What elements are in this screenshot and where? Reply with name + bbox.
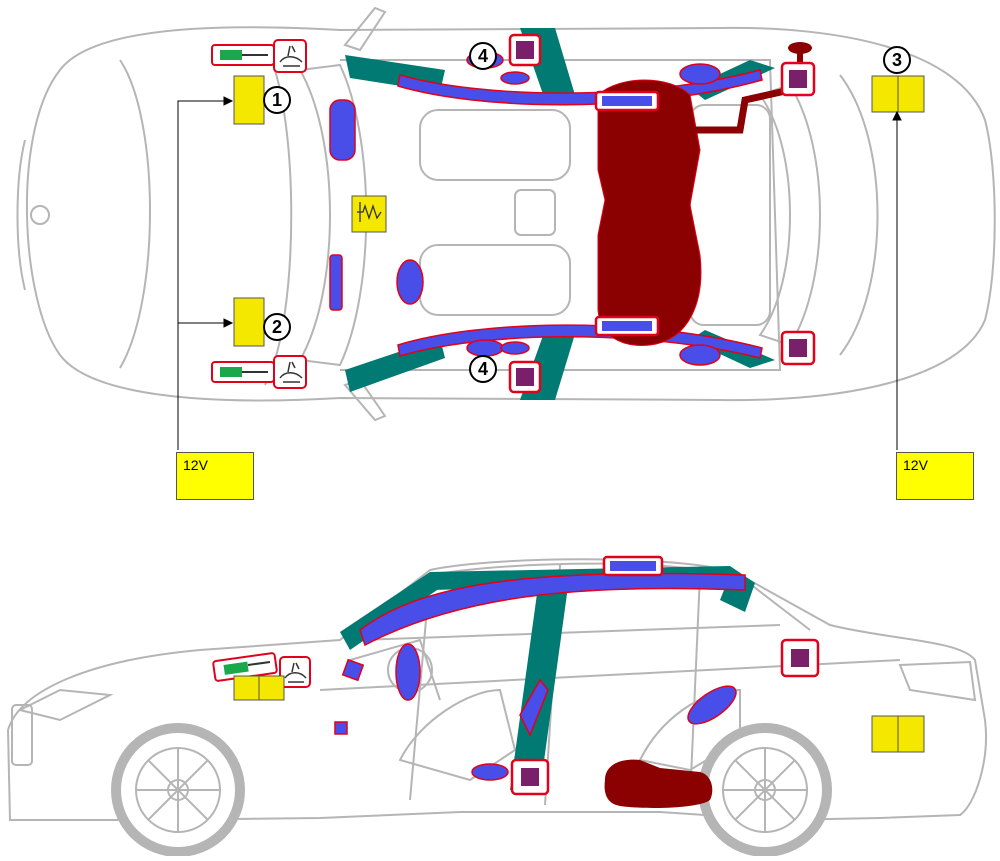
top-front-seat-left (419, 109, 571, 181)
top-module-b-pillar-left (516, 41, 534, 59)
top-hood-icon-right (279, 361, 303, 383)
side-front-spokes (136, 748, 220, 832)
side-knee-airbag (341, 658, 365, 682)
top-roof-generator-right (602, 321, 652, 331)
top-leader-lines (177, 96, 902, 450)
side-battery-front-b (258, 675, 285, 701)
side-roof-generator (610, 561, 656, 571)
side-module-b-pillar (521, 768, 539, 786)
top-fuel-cap (788, 42, 812, 54)
top-grille (16, 139, 26, 291)
top-fuel-filler-pipe (690, 86, 791, 134)
top-mirror-left (343, 6, 387, 52)
side-modules (510, 638, 820, 796)
battery-3b-top (897, 75, 925, 113)
battery-1-top (233, 75, 265, 125)
side-airbags (334, 643, 737, 781)
fuse-module-symbol (357, 202, 382, 222)
side-seat-front (398, 688, 517, 782)
voltage-label-left: 12V (176, 452, 254, 500)
side-belt-airbag (471, 763, 509, 781)
side-driver-airbag (395, 643, 421, 701)
side-module-rear (791, 649, 809, 667)
side-fuel-tank (604, 759, 713, 808)
side-wheels (111, 723, 832, 857)
side-curtain-airbag (359, 572, 746, 647)
top-module-b-pillar-right (516, 368, 534, 386)
side-rear-spokes (723, 748, 807, 832)
top-module-rear-left (789, 70, 807, 88)
side-hood-actuator-body (223, 661, 249, 675)
top-side-airbag-front-left-2 (500, 71, 530, 85)
callout-2: 2 (263, 313, 291, 341)
top-fuel-cap-neck (797, 50, 803, 64)
top-knee-airbag (329, 254, 343, 311)
top-hood-icon-left (279, 45, 303, 67)
side-window-line (359, 624, 781, 641)
battery-3a-top (871, 75, 899, 113)
side-grille (11, 704, 33, 766)
top-hood-line (119, 59, 151, 369)
side-rear-side-airbag (687, 685, 737, 725)
side-battery-rear-a (871, 715, 899, 753)
side-seat-airbag (519, 678, 549, 737)
side-lower-airbag (334, 721, 348, 735)
top-side-airbag-rear-right (679, 344, 721, 366)
top-side-airbag-front-right (466, 339, 504, 357)
top-passenger-airbag (329, 99, 356, 161)
side-hood-icon-frame (279, 656, 311, 688)
top-modules (508, 33, 816, 394)
side-hood-actuator-rod (247, 661, 271, 666)
callout-4-bottom: 4 (469, 355, 497, 383)
side-battery-rear-b (897, 715, 925, 753)
top-hood-actuator-left (220, 50, 242, 60)
top-rear-bench (689, 104, 771, 326)
top-hood-icon-right-frame (273, 355, 307, 389)
top-hood-icon-left-frame (273, 39, 307, 73)
top-hood-actuators (211, 39, 307, 389)
top-hood-line-2 (264, 44, 293, 386)
leader-right-arrow (892, 110, 902, 121)
top-star-emblem (30, 205, 50, 225)
battery-2-top (233, 297, 265, 347)
callout-1: 1 (263, 86, 291, 114)
callout-4-top: 4 (469, 42, 497, 70)
top-console (514, 189, 556, 236)
top-side-airbag-rear-left (679, 63, 721, 85)
side-dashboard (349, 638, 441, 701)
top-windshield (298, 63, 368, 367)
top-front-seat-right (419, 244, 571, 316)
leader-left (177, 100, 232, 450)
top-module-rear-right (789, 339, 807, 357)
side-hood-actuator (212, 652, 311, 688)
side-hood-icon (284, 662, 307, 683)
side-headlight (17, 688, 114, 722)
top-hood-actuator-right (220, 367, 242, 377)
voltage-label-right: 12V (896, 452, 974, 500)
top-fuel-tank (597, 79, 702, 346)
top-roof-generator-left (602, 96, 652, 106)
top-view-car (16, 6, 996, 422)
side-taillight (898, 660, 977, 702)
top-side-airbag-front-right-2 (500, 341, 530, 355)
top-roof-generators (594, 90, 660, 337)
top-batteries (233, 75, 925, 347)
fuse-module-top (351, 195, 387, 233)
top-body-outline (26, 26, 996, 402)
top-driver-airbag (396, 259, 424, 305)
side-battery-front-a (233, 675, 260, 701)
top-cabin (340, 59, 782, 371)
leader-left-arrow-2 (223, 318, 234, 328)
top-trunk (839, 74, 879, 356)
side-batteries (233, 675, 925, 753)
callout-3: 3 (883, 46, 911, 74)
leader-left-arrow-1 (223, 96, 234, 106)
top-front-airbags (329, 51, 721, 366)
side-door-line-3 (689, 574, 701, 801)
